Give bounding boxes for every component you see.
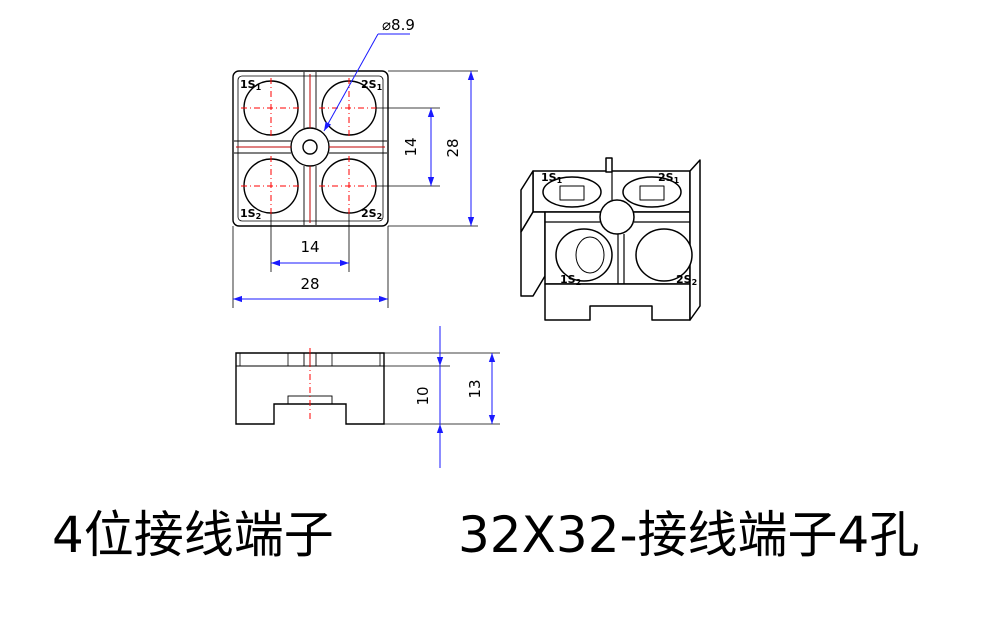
diameter-label: ⌀8.9	[382, 16, 415, 34]
label-1s2-top: 1S2	[240, 207, 261, 221]
top-view	[232, 70, 389, 227]
slot-highlights	[236, 74, 385, 223]
side-view-outline	[235, 352, 385, 425]
dim-bottom-14: 14	[300, 238, 319, 256]
top-view-dimensions	[232, 33, 478, 308]
iso-center-boss	[599, 199, 635, 235]
label-1s1-top: 1S1	[240, 78, 262, 92]
side-view-dimensions	[384, 326, 500, 468]
dim-right-14: 14	[402, 137, 420, 156]
top-view-centerlines	[241, 78, 379, 216]
label-2s2-top: 2S2	[361, 207, 382, 221]
dim-side-10: 10	[414, 386, 432, 405]
isometric-view	[520, 157, 701, 321]
label-2s2-iso: 2S2	[676, 273, 697, 287]
dim-right-28: 28	[444, 138, 462, 157]
dim-bottom-28: 28	[300, 275, 319, 293]
label-1s2-iso: 1S2	[560, 273, 581, 287]
center-boss	[290, 127, 330, 167]
label-2s1-top: 2S1	[361, 78, 383, 92]
label-2s1-iso: 2S1	[658, 171, 680, 185]
top-view-outline	[232, 70, 389, 227]
label-1s1-iso: 1S1	[541, 171, 563, 185]
iso-front-face	[544, 283, 691, 321]
iso-hole-front-right	[635, 228, 693, 282]
separator-walls	[234, 72, 387, 225]
dim-side-13: 13	[466, 379, 484, 398]
caption-left: 4位接线端子	[52, 506, 334, 564]
center-hole	[302, 139, 318, 155]
caption-right: 32X32-接线端子4孔	[458, 506, 920, 564]
